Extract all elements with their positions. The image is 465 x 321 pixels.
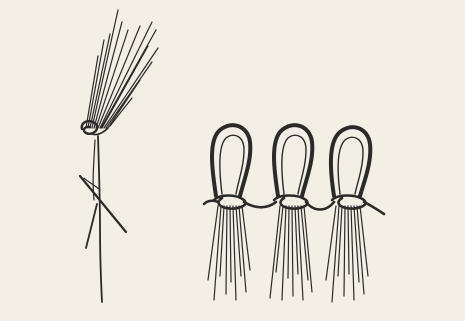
- loop-3-inner: [338, 137, 363, 194]
- loop-3-strands: [326, 206, 368, 302]
- loop-1-strands: [208, 206, 250, 300]
- stem: [93, 136, 102, 302]
- side-stick: [86, 204, 97, 248]
- looped-bundles: [204, 125, 384, 302]
- loop-1-inner: [220, 135, 244, 194]
- loop-3: [326, 127, 370, 302]
- loop-2: [270, 125, 312, 300]
- loop-2-strands: [270, 206, 312, 300]
- loop-2-inner: [282, 135, 306, 194]
- crossed-stick: [80, 176, 126, 232]
- bundle-strands: [86, 10, 158, 128]
- single-bundle: [80, 10, 158, 302]
- loop-1: [208, 125, 250, 300]
